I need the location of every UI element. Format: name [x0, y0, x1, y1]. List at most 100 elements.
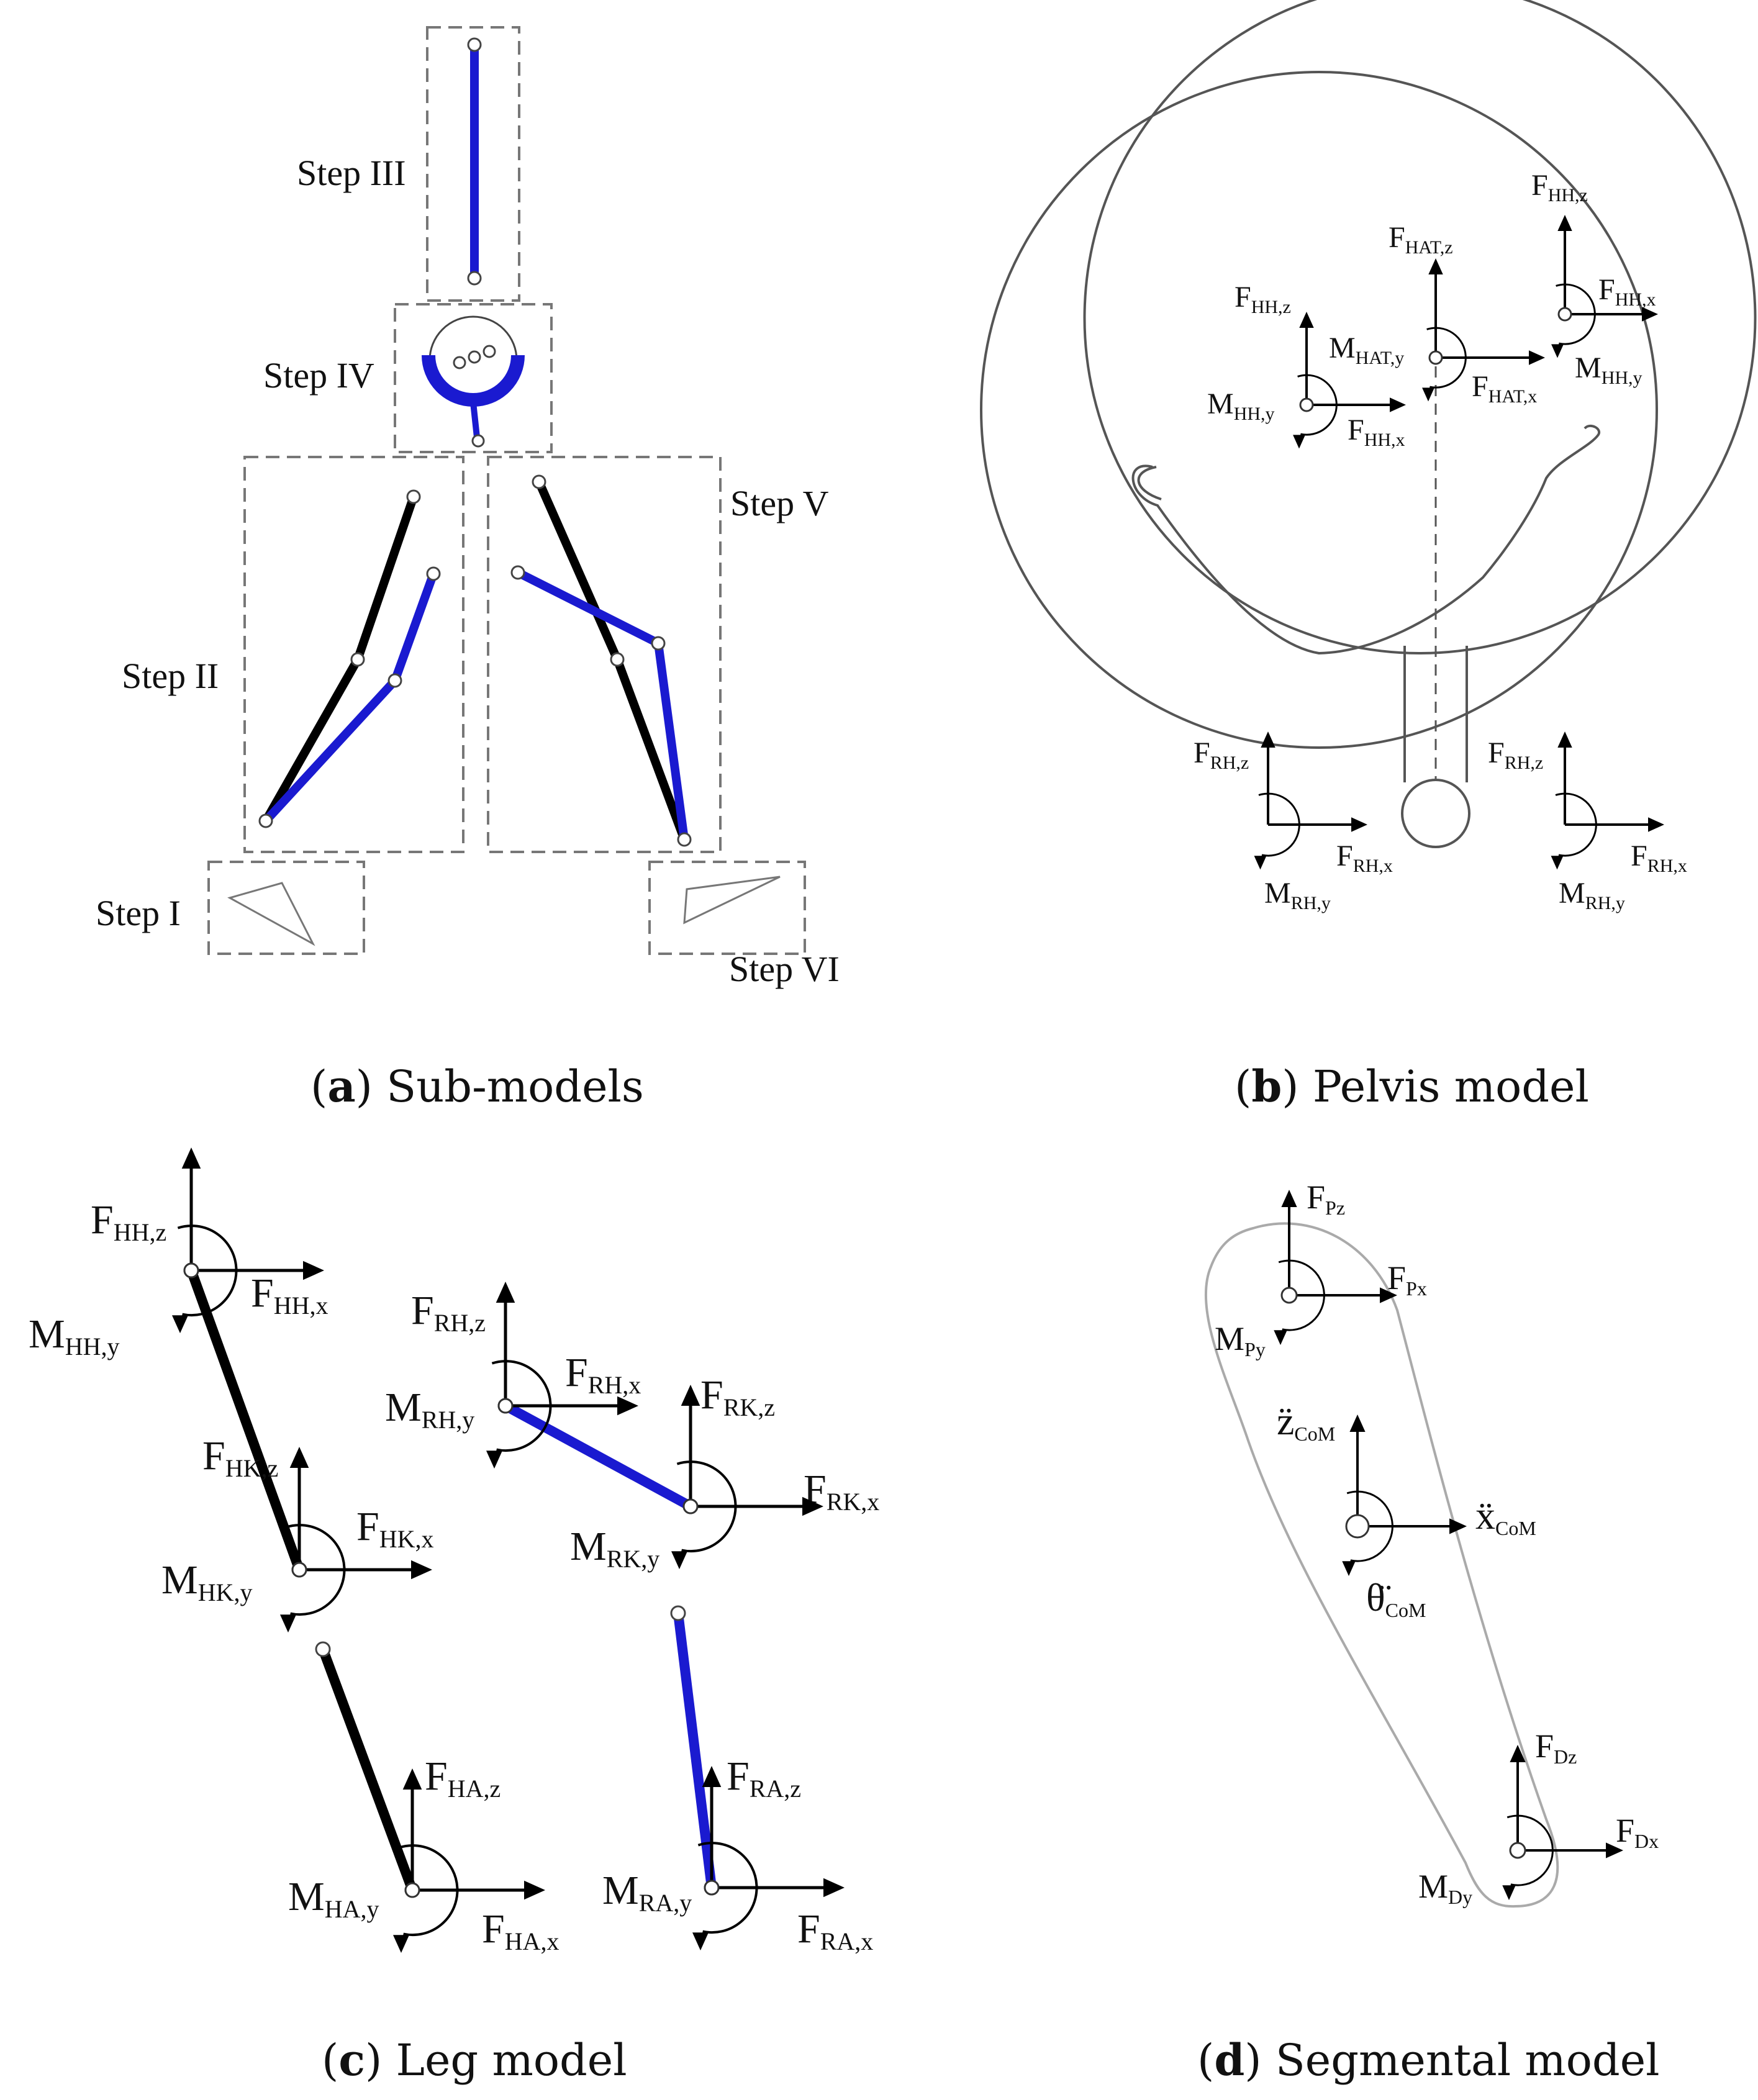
leg-ra-fx-arrowhead — [823, 1878, 845, 1898]
seg-com-moment-arc — [1346, 1490, 1393, 1562]
pelvis-rh-l-moment-arc — [1258, 792, 1300, 857]
pelvis-hat-m-label: MHAT,y — [1329, 332, 1404, 368]
leg-ra-moment-arrowhead — [692, 1932, 709, 1951]
seg-com-xdd-label: ẍCoM — [1475, 1493, 1536, 1539]
step2-joint — [350, 652, 365, 667]
leg-blue-thigh — [503, 1401, 693, 1511]
pelvis-hh-r-moment-arrowhead — [1551, 344, 1564, 358]
panel-c-leg-model: FHH,z FHH,x MHH,y FHK,z FHK,x MHK,y FHA,… — [29, 1197, 879, 1955]
step5-label: Step V — [730, 483, 829, 523]
leg-hh-joint-circle — [183, 1262, 199, 1279]
pelvis-rh-l-fz-arrowhead — [1261, 731, 1275, 748]
pelvis-hh-r-m-label: MHH,y — [1575, 351, 1642, 388]
leg-rk-m-label: MRK,y — [570, 1524, 659, 1573]
seg-d-m-label: MDy — [1418, 1868, 1472, 1908]
seg-com-thdd-label: θ̈CoM — [1366, 1575, 1426, 1621]
pelvis-rh-r-fx-label: FRH,x — [1631, 840, 1687, 876]
leg-hk-m-label: MHK,y — [161, 1557, 252, 1606]
leg-hh-fx-arrowhead — [303, 1260, 324, 1280]
caption-d: (d) Segmental model — [1197, 2034, 1660, 2086]
leg-rh-fx-arrowhead — [617, 1396, 638, 1416]
pelvis-hh-r-fx-arrowhead — [1642, 307, 1658, 322]
step4-joint — [483, 345, 496, 358]
pelvis-hat-moment-arc — [1426, 327, 1467, 389]
seg-p-fx-label: FPx — [1387, 1259, 1427, 1300]
step2-joint — [258, 813, 273, 828]
step1-box — [207, 861, 365, 955]
leg-rh-fx-label: FRH,x — [565, 1350, 641, 1399]
leg-ra-fz-arrowhead — [702, 1766, 722, 1787]
pelvis-hh-l-moment-arc — [1297, 374, 1338, 436]
pelvis-hh-l-fx-label: FHH,x — [1348, 414, 1405, 450]
leg-rk-fx-arrowhead — [802, 1496, 823, 1516]
step4-joint — [453, 356, 466, 369]
step3-box — [426, 26, 520, 302]
step2-label: Step II — [122, 656, 219, 696]
panel-b-pelvis-model: FHH,z FHH,x MHH,y FHAT,z FHAT,x MHAT,y F… — [980, 0, 1757, 913]
leg-hh-m-label: MHH,y — [29, 1311, 119, 1360]
leg-rk-moment-arc — [676, 1460, 737, 1553]
pelvis-rh-l-fz-label: FRH,z — [1194, 736, 1249, 773]
leg-ra-fx-label: FRA,x — [797, 1906, 873, 1955]
step1-foot-triangle — [227, 882, 315, 946]
step4-joint — [471, 434, 485, 448]
step3-label: Step III — [297, 153, 406, 193]
pelvis-hat-fx-label: FHAT,x — [1472, 370, 1537, 407]
step4-stem — [470, 402, 480, 438]
caption-c: (c) Leg model — [322, 2034, 627, 2086]
leg-ha-m-label: MHA,y — [288, 1874, 379, 1923]
leg-hk-fx-arrowhead — [411, 1560, 432, 1580]
step5-blue-leg — [515, 568, 689, 840]
pelvis-hh-r-fz-label: FHH,z — [1531, 169, 1588, 206]
leg-ra-fz-label: FRA,z — [727, 1754, 801, 1803]
step5-joint — [510, 565, 525, 580]
leg-joint — [315, 1641, 331, 1657]
segment-outline — [1204, 1222, 1559, 1908]
step3-joint — [467, 37, 482, 52]
pelvis-rh-r-moment-arc — [1555, 792, 1597, 857]
pelvis-rh-r-fz-label: FRH,z — [1488, 736, 1543, 773]
pelvis-circle — [980, 71, 1658, 749]
leg-hh-fz-label: FHH,z — [91, 1197, 166, 1246]
pelvis-hh-l-fx-arrowhead — [1390, 397, 1406, 412]
leg-ha-fz-label: FHA,z — [425, 1754, 501, 1803]
leg-rk-joint-circle — [682, 1498, 699, 1514]
step5-box — [487, 456, 722, 853]
leg-ha-fx-label: FHA,x — [482, 1906, 560, 1955]
pelvis-rh-r-m-label: MRH,y — [1559, 877, 1625, 913]
pelvis-rh-r-fx-arrowhead — [1648, 817, 1664, 832]
leg-hk-fz-arrowhead — [289, 1447, 309, 1468]
leg-ha-fx-arrowhead — [524, 1880, 545, 1900]
leg-ra-moment-arc — [697, 1842, 758, 1934]
leg-rh-joint-circle — [497, 1398, 514, 1414]
seg-distal-moment-arc — [1507, 1814, 1554, 1886]
seg-com-moment-arrowhead — [1342, 1561, 1356, 1577]
seg-proximal-fx-arrowhead — [1380, 1287, 1397, 1303]
leg-ha-moment-arrowhead — [392, 1935, 410, 1953]
leg-hk-fx-label: FHK,x — [356, 1504, 434, 1553]
pelvis-hh-r-joint-circle — [1557, 307, 1572, 322]
pelvis-rh-r-fz-arrowhead — [1557, 731, 1572, 748]
leg-hk-moment-arc — [285, 1524, 346, 1616]
leg-black-shank — [318, 1647, 417, 1892]
seg-com-joint-circle — [1345, 1514, 1370, 1539]
seg-d-fz-label: FDz — [1535, 1727, 1577, 1768]
leg-rh-moment-arrowhead — [486, 1451, 503, 1469]
step2-joint — [387, 673, 402, 688]
leg-rh-moment-arc — [491, 1360, 552, 1452]
fbd-symbols — [171, 215, 1664, 1953]
leg-rh-fz-label: FRH,z — [411, 1288, 486, 1337]
leg-ha-moment-arc — [398, 1844, 459, 1937]
seg-distal-fx-arrowhead — [1606, 1842, 1623, 1858]
pelvis-outline — [1083, 0, 1757, 654]
leg-ha-fz-arrowhead — [402, 1768, 422, 1790]
pelvis-hh-l-fz-label: FHH,z — [1235, 281, 1291, 317]
pelvis-femoral-head — [1401, 779, 1470, 848]
leg-rk-moment-arrowhead — [671, 1551, 688, 1570]
pelvis-hh-r-fz-arrowhead — [1557, 215, 1572, 231]
pelvis-hat-fx-arrowhead — [1529, 350, 1545, 365]
seg-com-fx-arrowhead — [1449, 1518, 1467, 1534]
leg-black-thigh — [186, 1269, 304, 1572]
step6-label: Step VI — [729, 949, 840, 989]
